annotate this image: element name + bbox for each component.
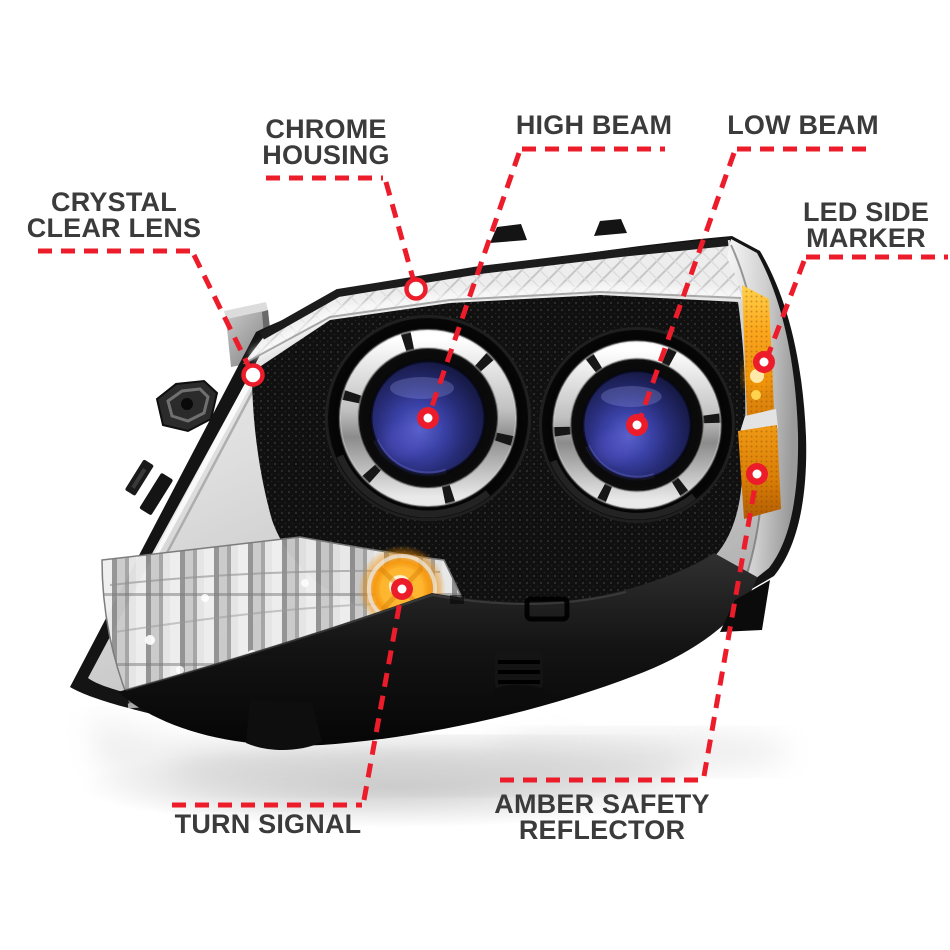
label-crystal-clear-lens: CRYSTAL CLEAR LENS	[26, 187, 202, 243]
label-turn-signal: TURN SIGNAL	[174, 809, 362, 839]
callout-line-high-beam	[427, 146, 665, 413]
label-line: MARKER	[806, 223, 926, 253]
marker-chrome-housing	[404, 277, 428, 301]
callout-lines	[38, 146, 948, 808]
marker-low-beam	[626, 414, 648, 436]
mounting-tabs	[125, 302, 273, 515]
label-line: TURN SIGNAL	[174, 809, 362, 839]
label-low-beam: LOW BEAM	[727, 110, 879, 140]
label-line: LED SIDE	[802, 197, 930, 227]
label-high-beam: HIGH BEAM	[515, 110, 673, 140]
label-line: AMBER SAFETY	[494, 789, 710, 819]
callout-markers	[241, 277, 775, 600]
callout-line-low-beam	[637, 146, 869, 420]
label-amber-safety-reflector: AMBER SAFETY REFLECTOR	[494, 789, 710, 845]
callout-line-chrome-housing	[266, 175, 417, 283]
label-led-side-marker: LED SIDE MARKER	[802, 197, 930, 253]
callout-line-led-side-marker	[764, 254, 948, 359]
label-line: CRYSTAL	[51, 187, 177, 217]
marker-crystal-clear-lens	[241, 363, 265, 387]
label-line: REFLECTOR	[518, 815, 686, 845]
mounting-bracket	[118, 553, 770, 750]
marker-high-beam	[417, 407, 439, 429]
marker-led-side-marker	[753, 351, 775, 373]
label-line: HIGH BEAM	[515, 110, 673, 140]
callout-line-crystal-clear-lens	[38, 248, 253, 371]
label-line: LOW BEAM	[727, 110, 879, 140]
callout-line-turn-signal	[172, 595, 404, 808]
label-line: HOUSING	[262, 140, 390, 170]
marker-turn-signal	[391, 578, 413, 600]
label-chrome-housing: CHROME HOUSING	[262, 114, 390, 170]
label-line: CHROME	[265, 114, 387, 144]
label-line: CLEAR LENS	[26, 213, 202, 243]
marker-amber-safety-reflector	[746, 463, 768, 485]
callout-line-amber-safety-reflector	[500, 480, 759, 783]
